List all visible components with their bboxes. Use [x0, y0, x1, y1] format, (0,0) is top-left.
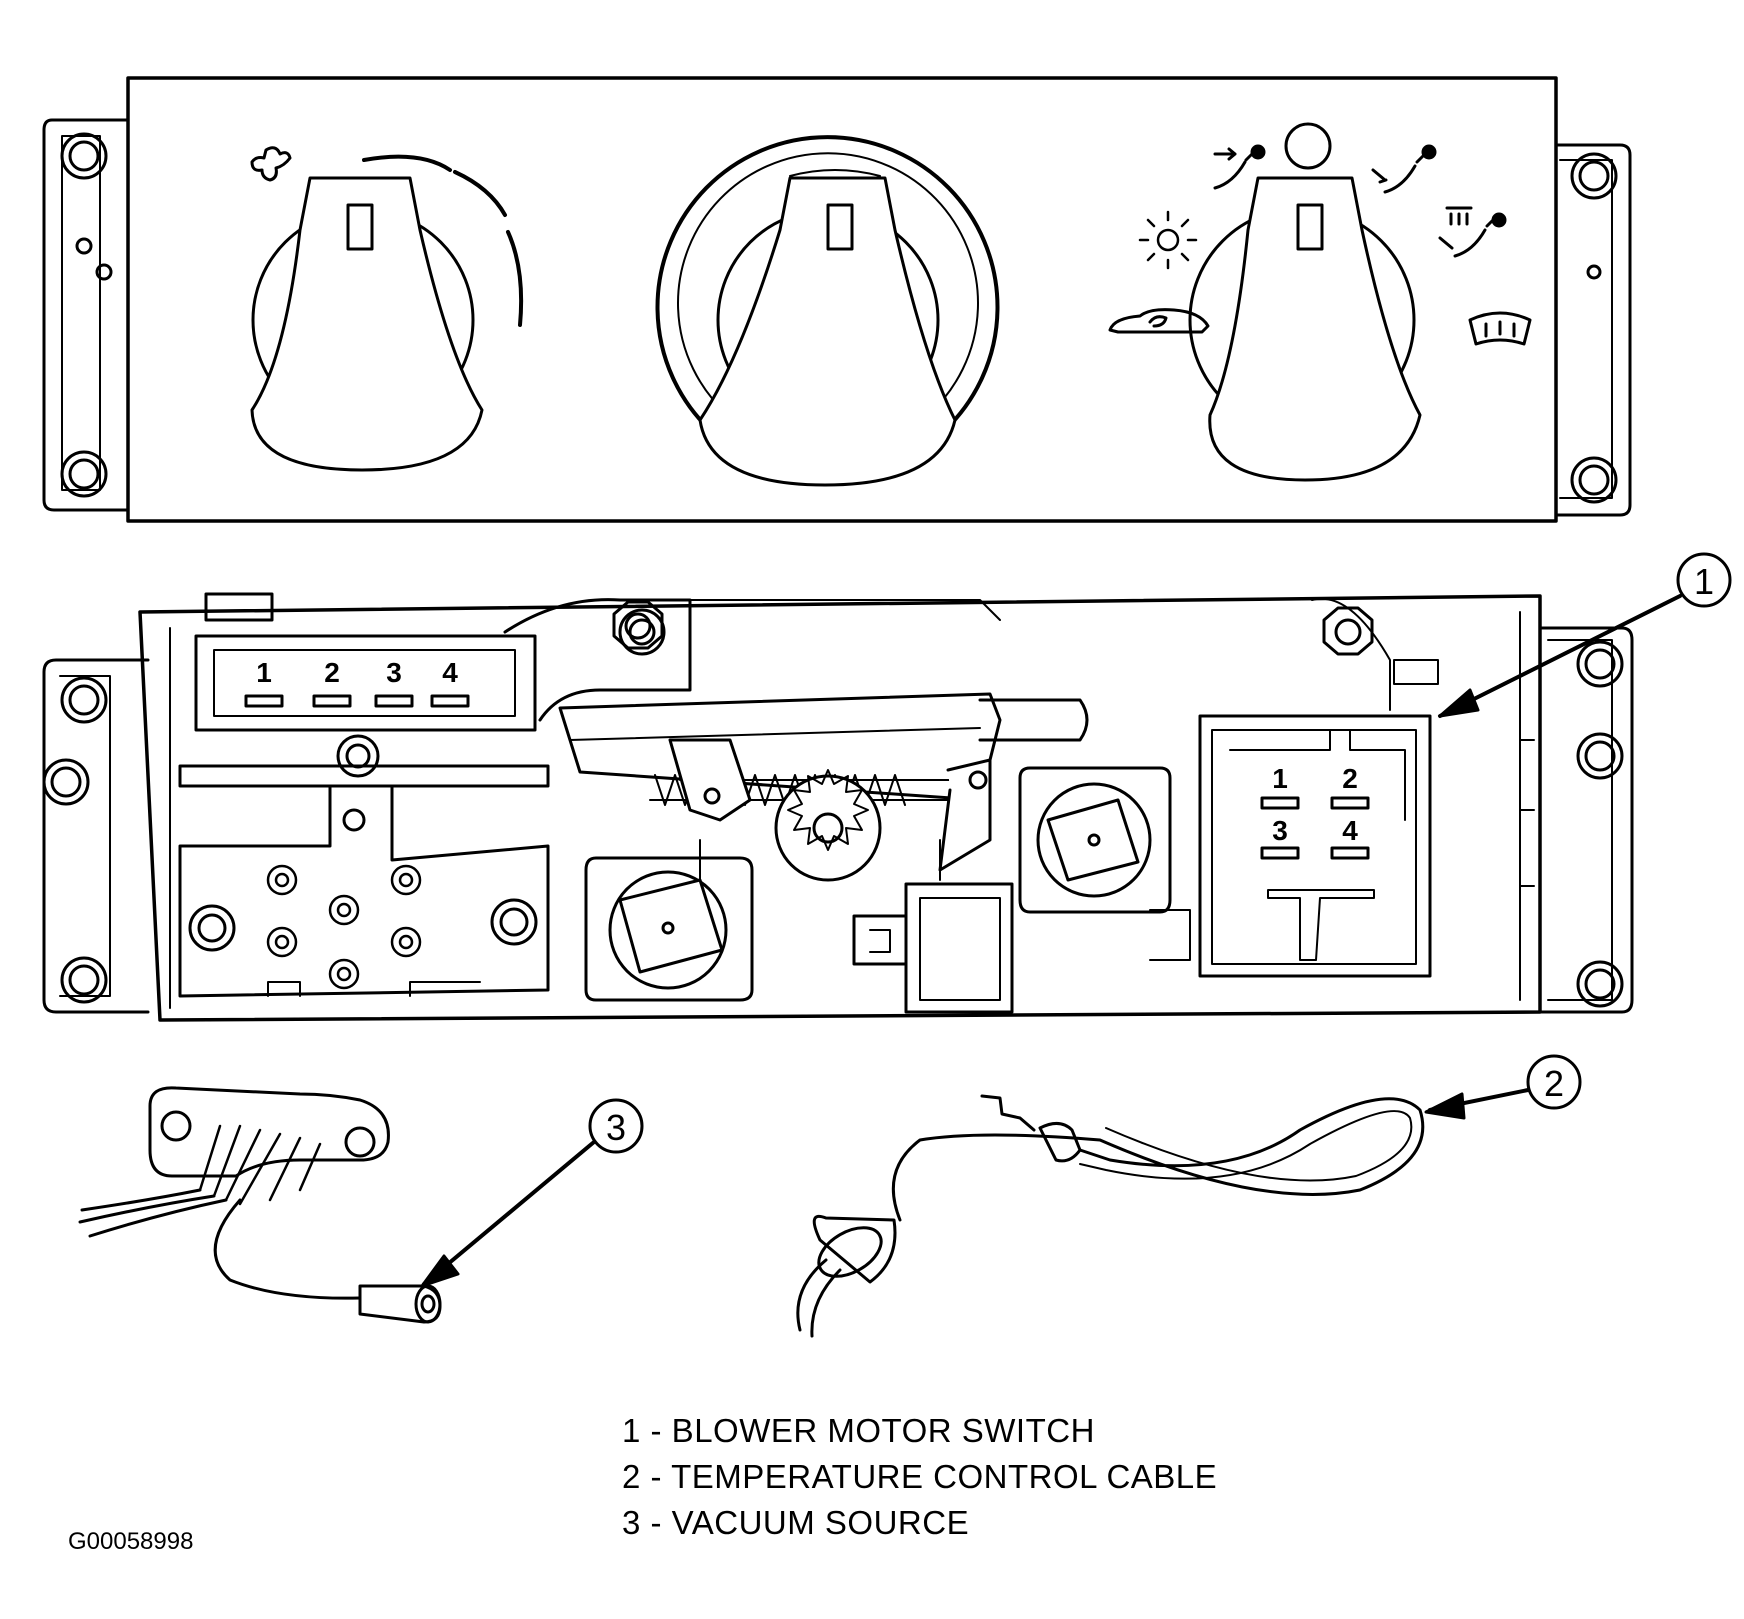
- legend: 1 - BLOWER MOTOR SWITCH 2 - TEMPERATURE …: [622, 1408, 1217, 1546]
- floor-vent-icon: [1371, 154, 1425, 194]
- left-pin-4: 4: [442, 657, 458, 688]
- vacuum-rotor-left: [584, 856, 754, 1002]
- temperature-knob: [655, 135, 1000, 487]
- mounting-nut-left: [612, 600, 664, 650]
- callout-3-label: 3: [606, 1107, 626, 1148]
- vacuum-port-block: [178, 784, 550, 998]
- temperature-control-cable: [796, 1094, 1425, 1338]
- legend-item-1: 1 - BLOWER MOTOR SWITCH: [622, 1412, 1095, 1449]
- snowflake-icon: [1138, 210, 1198, 270]
- left-pin-2: 2: [324, 657, 340, 688]
- blower-motor-switch: [1149, 714, 1432, 978]
- callout-3: 3: [420, 1098, 644, 1288]
- panel-vent-icon: [1213, 147, 1254, 190]
- defrost-icon: [1468, 311, 1532, 346]
- mode-knob: [1188, 122, 1422, 482]
- control-housing-rear: [42, 592, 1634, 1022]
- switch-pin-labels: 1 2 3 4: [1272, 763, 1358, 846]
- callout-2-label: 2: [1544, 1063, 1564, 1104]
- connector-left-pin-labels: 1 2 3 4: [256, 657, 458, 688]
- switch-pin-3: 3: [1272, 815, 1288, 846]
- switch-pin-2: 2: [1342, 763, 1358, 794]
- vacuum-harness: [78, 1086, 442, 1324]
- switch-pin-1: 1: [1272, 763, 1288, 794]
- small-connector: [852, 882, 1014, 1014]
- vacuum-rotor-right: [1018, 766, 1172, 914]
- blower-knob: [250, 154, 524, 472]
- fan-icon: [250, 146, 292, 182]
- callout-1: 1: [1438, 552, 1732, 718]
- floor-defrost-icon: [1438, 206, 1495, 258]
- mounting-nut-right: [1311, 597, 1439, 711]
- mode-icons: [1108, 144, 1532, 346]
- legend-item-3: 3 - VACUUM SOURCE: [622, 1504, 970, 1541]
- blower-connector: [178, 592, 550, 788]
- callout-2: 2: [1424, 1054, 1582, 1120]
- control-panel-front: [42, 76, 1632, 523]
- temperature-gear-linkage: [503, 598, 1089, 882]
- figure-id: G00058998: [68, 1528, 194, 1555]
- left-pin-1: 1: [256, 657, 272, 688]
- callout-1-label: 1: [1694, 561, 1714, 602]
- recirculation-icon: [1108, 308, 1210, 334]
- switch-pin-4: 4: [1342, 815, 1358, 846]
- legend-item-2: 2 - TEMPERATURE CONTROL CABLE: [622, 1458, 1218, 1495]
- left-pin-3: 3: [386, 657, 402, 688]
